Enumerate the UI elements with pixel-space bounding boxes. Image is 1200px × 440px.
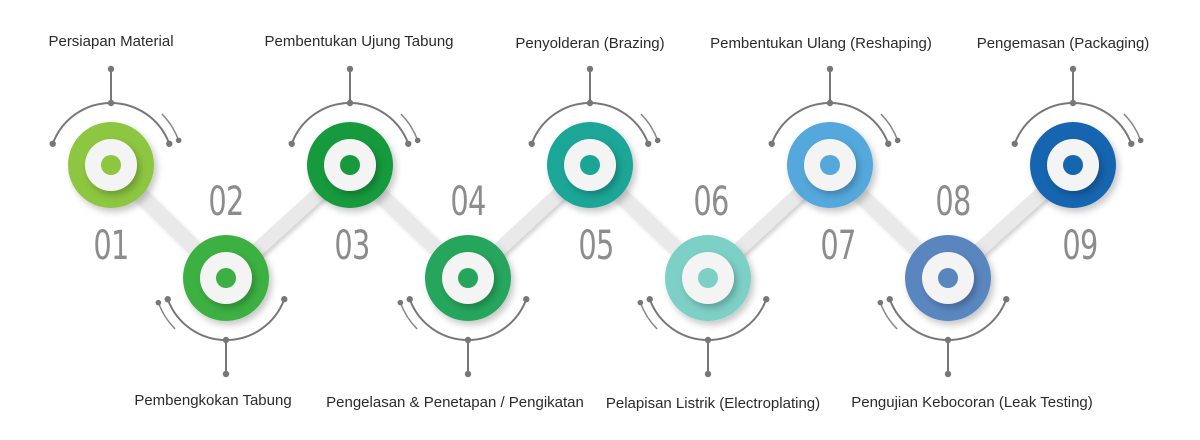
node-decoration [155,296,288,378]
step-label-03: Pembentukan Ujung Tabung [264,33,454,50]
step-label-06: Pelapisan Listrik (Electroplating) [605,395,821,412]
step-number-06: 06 [693,179,729,225]
step-number-02: 02 [208,179,244,225]
node-decoration [877,296,1010,378]
step-label-08: Pengujian Kebocoran (Leak Testing) [851,394,1093,411]
step-number-05: 05 [578,223,614,269]
step-node-02 [183,235,269,321]
step-label-04: Pengelasan & Penetapan / Pengikatan [326,394,584,411]
step-label-09: Pengemasan (Packaging) [976,35,1150,52]
step-label-02: Pembengkokan Tabung [134,392,292,409]
step-number-09: 09 [1062,223,1098,269]
step-number-01: 01 [93,223,129,269]
step-label-07: Pembentukan Ulang (Reshaping) [710,35,932,52]
node-decoration [397,296,530,378]
step-node-05 [547,122,633,208]
step-node-09 [1030,122,1116,208]
node-decoration [1011,65,1144,147]
step-node-03 [307,122,393,208]
node-decoration [768,65,901,147]
step-label-01: Persiapan Material [48,33,174,50]
step-number-03: 03 [334,223,370,269]
step-number-07: 07 [820,223,856,269]
node-decoration [288,65,421,147]
node-decoration [637,296,770,378]
step-node-04 [425,235,511,321]
step-node-01 [68,122,154,208]
step-node-08 [905,235,991,321]
step-label-05: Penyolderan (Brazing) [515,35,665,52]
step-node-06 [665,235,751,321]
node-decoration [49,65,182,147]
step-number-04: 04 [450,179,486,225]
step-number-08: 08 [935,179,971,225]
node-decoration [528,65,661,147]
step-node-07 [787,122,873,208]
